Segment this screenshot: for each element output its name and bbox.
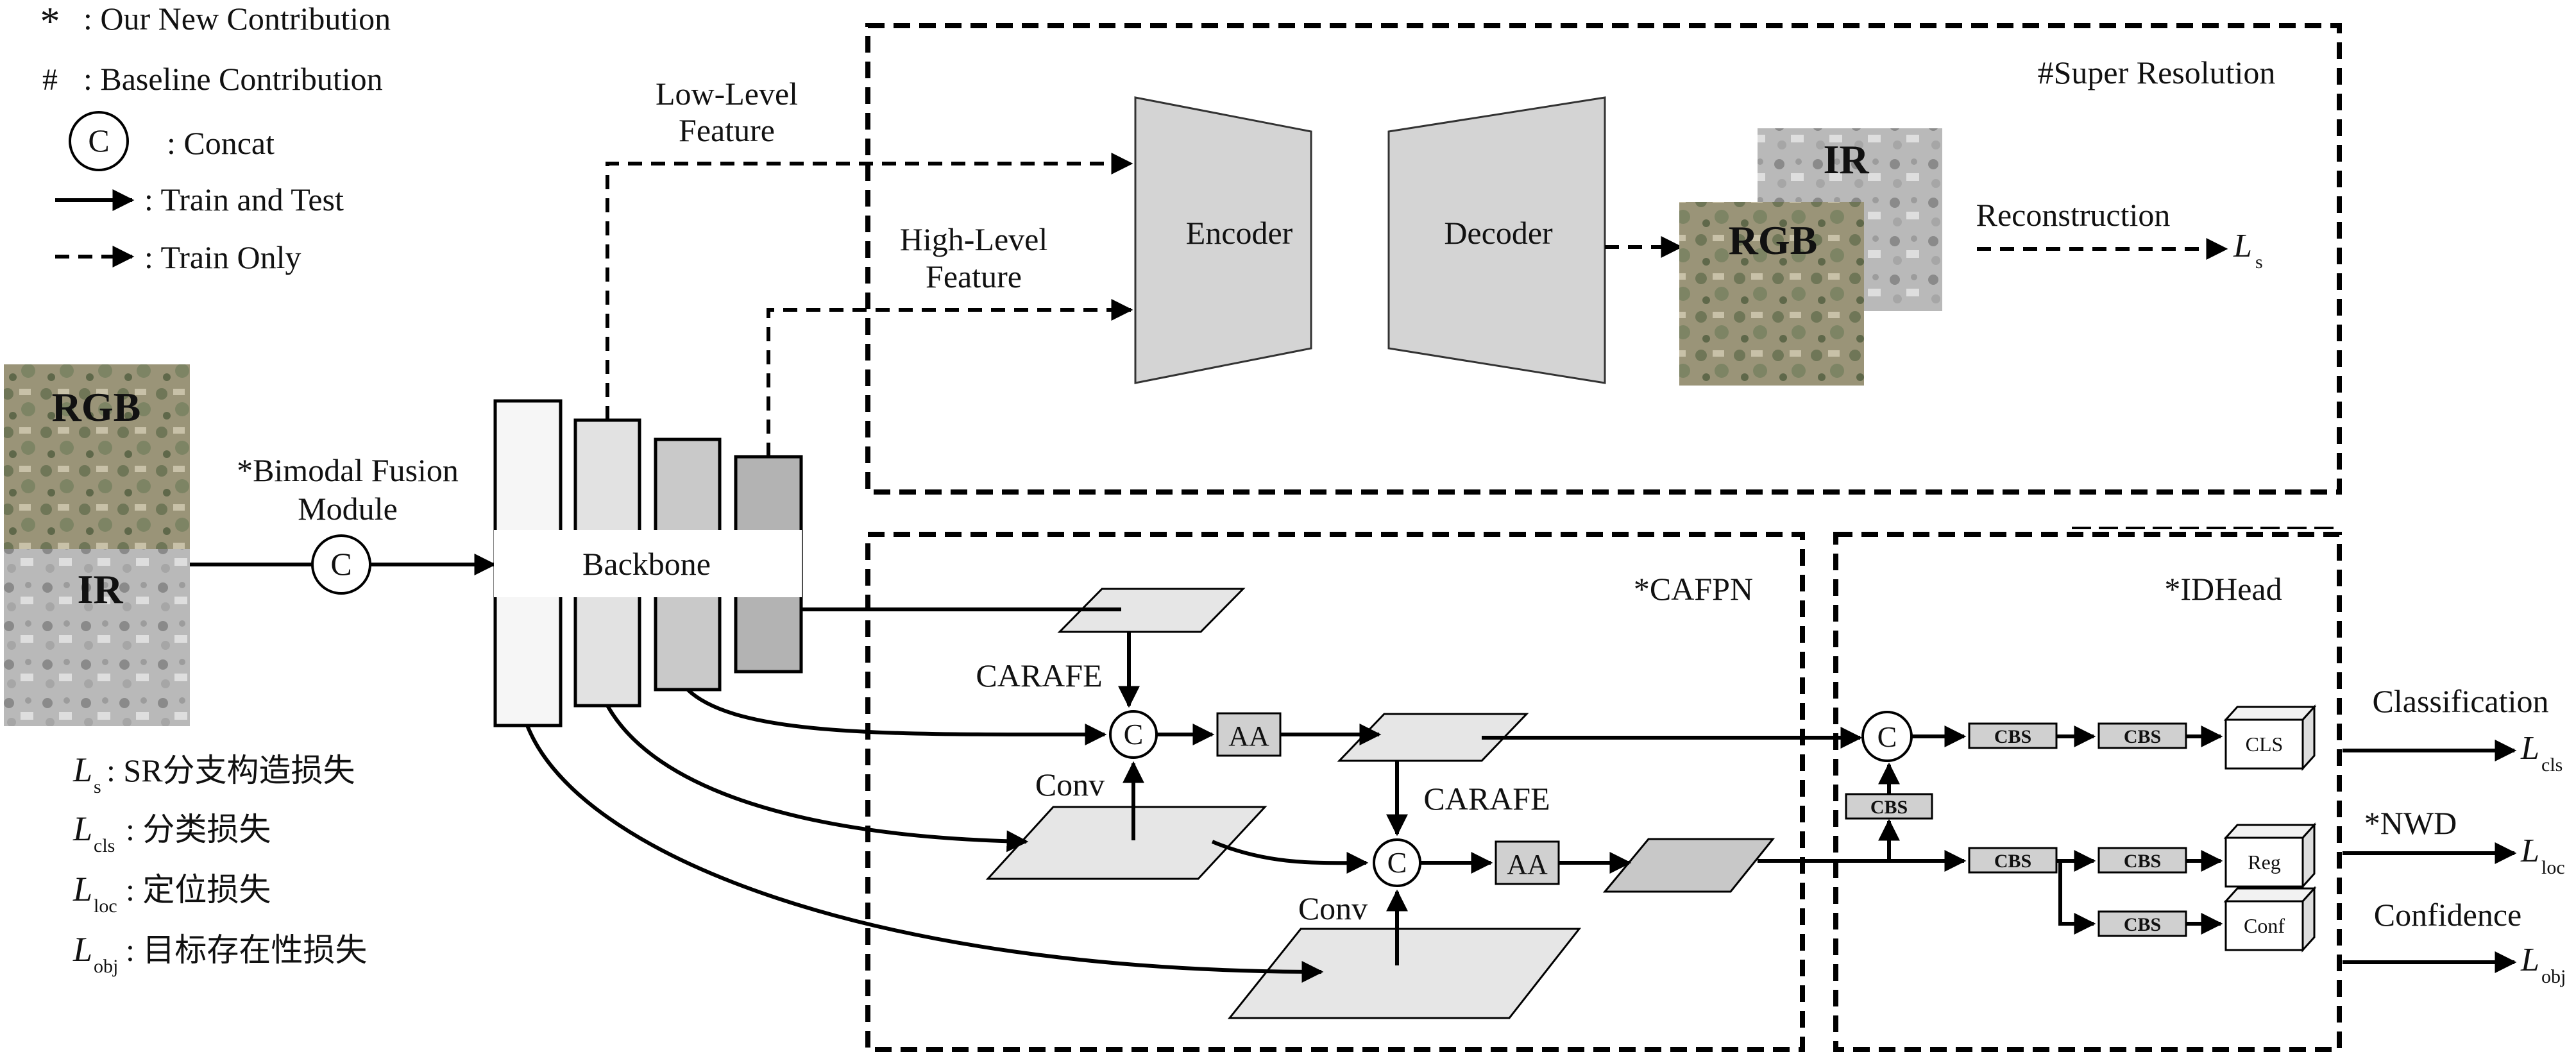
concat-legend-symbol: C	[88, 123, 109, 158]
dashed-arrow-legend-text: : Train Only	[144, 239, 301, 275]
loss-legend-3-symbol: L	[72, 930, 92, 969]
concat-legend-text: : Concat	[167, 125, 275, 161]
carafe-mid-label: CARAFE	[1423, 781, 1550, 817]
low-level-feature-line2: Feature	[679, 112, 775, 148]
cbs-cls-1-label: CBS	[1994, 726, 2031, 747]
conv-top-label: Conv	[1035, 767, 1105, 802]
input-rgb-image	[4, 364, 190, 549]
cls-loss-symbol: L	[2520, 730, 2539, 767]
carafe-top-label: CARAFE	[976, 658, 1102, 693]
input-rgb-label: RGB	[52, 384, 141, 430]
encoder-block	[1134, 96, 1312, 384]
encoder-label: Encoder	[1186, 215, 1293, 251]
loss-legend-2-sub: loc	[94, 895, 117, 917]
cbs-reg-2	[2097, 847, 2187, 874]
cbs-cls-1	[1968, 722, 2058, 749]
cls-loss-sub: cls	[2541, 754, 2563, 776]
input-ir-image	[4, 549, 190, 726]
fusion-module-label-line1: *Bimodal Fusion	[237, 452, 459, 488]
decoder-label: Decoder	[1444, 215, 1553, 251]
cbs-conf-label: CBS	[2124, 914, 2161, 935]
cafpn-frame	[865, 532, 1805, 1052]
cafpn-feature-map-bottom	[1227, 928, 1582, 1019]
cafpn-concat-mid-symbol: C	[1387, 846, 1407, 879]
cafpn-title: *CAFPN	[1634, 571, 1753, 607]
legend: * : Our New Contribution # : Baseline Co…	[40, 0, 391, 275]
super-resolution-frame	[865, 23, 2342, 495]
classification-label: Classification	[2373, 683, 2549, 719]
super-resolution-title: #Super Resolution	[2038, 55, 2276, 90]
obj-loss-symbol: L	[2520, 942, 2539, 978]
loss-legend-3-sub: obj	[94, 956, 118, 977]
conf-label: Conf	[2244, 914, 2285, 937]
sr-loss-symbol: L	[2233, 228, 2252, 264]
sr-ir-label: IR	[1823, 137, 1869, 182]
loc-loss-sub: loc	[2541, 857, 2565, 878]
loss-legend-0-text: : SR分支构造损失	[106, 752, 355, 788]
loss-legend-0-symbol: L	[72, 751, 92, 789]
cafpn-output-map-top	[1337, 713, 1529, 762]
new-contribution-text: : Our New Contribution	[83, 1, 391, 37]
cbs-reg-1	[1968, 847, 2058, 874]
reg-cube	[2223, 822, 2317, 889]
new-contribution-symbol: *	[40, 0, 60, 44]
input-images: RGB IR	[4, 364, 190, 726]
cafpn-feature-map-mid-left	[985, 806, 1267, 880]
confidence-label: Confidence	[2374, 897, 2521, 933]
obj-loss-sub: obj	[2541, 966, 2566, 987]
idhead-frame	[1833, 532, 2342, 1052]
conv-bottom-label: Conv	[1298, 890, 1368, 926]
loss-legend-1-symbol: L	[72, 810, 92, 848]
high-level-feature-line2: Feature	[926, 259, 1022, 294]
backbone-label: Backbone	[582, 546, 711, 582]
cafpn-output-map-bottom	[1602, 838, 1775, 893]
sr-loss-sub: s	[2255, 251, 2263, 273]
high-level-feature-line1: High-Level	[900, 221, 1047, 257]
loss-legend-1-text: : 分类损失	[126, 811, 271, 847]
reg-label: Reg	[2248, 851, 2281, 874]
cbs-cls-2-label: CBS	[2124, 726, 2161, 747]
cbs-cls-2	[2097, 722, 2187, 749]
input-ir-label: IR	[77, 566, 123, 612]
cbs-reg-2-label: CBS	[2124, 851, 2161, 872]
baseline-contribution-text: : Baseline Contribution	[83, 61, 383, 97]
aa-bottom-box	[1495, 840, 1560, 885]
fusion-concat-symbol: C	[330, 546, 352, 582]
solid-arrow-legend-text: : Train and Test	[144, 182, 344, 217]
sr-rgb-image	[1679, 202, 1864, 386]
loss-legend-3-text: : 目标存在性损失	[126, 932, 367, 968]
cafpn-feature-map-top	[1057, 588, 1246, 633]
sr-rgb-label: RGB	[1729, 217, 1818, 263]
cbs-reg-1-label: CBS	[1994, 851, 2031, 872]
idhead-title: *IDHead	[2164, 571, 2282, 607]
concat-legend-icon	[69, 111, 129, 171]
cls-label: CLS	[2246, 733, 2284, 756]
backbone: Backbone	[493, 399, 803, 727]
conf-cube	[2223, 886, 2317, 953]
aa-bottom-label: AA	[1507, 849, 1548, 880]
loss-legend-1-sub: cls	[94, 835, 115, 856]
fusion-module-label-line2: Module	[298, 491, 398, 527]
cls-cube	[2223, 704, 2317, 771]
loss-legend: L s : SR分支构造损失 L cls : 分类损失 L loc : 定位损失…	[72, 751, 367, 977]
loc-loss-symbol: L	[2520, 833, 2539, 869]
loss-legend-2-symbol: L	[72, 870, 92, 908]
aa-top-label: AA	[1228, 720, 1269, 752]
baseline-contribution-symbol: #	[42, 63, 58, 97]
idhead-concat-symbol: C	[1877, 720, 1897, 753]
cbs-up-label: CBS	[1870, 797, 1908, 818]
aa-top-box	[1216, 712, 1282, 757]
reconstruction-label: Reconstruction	[1976, 197, 2171, 233]
low-level-feature-line1: Low-Level	[656, 76, 798, 112]
loss-legend-0-sub: s	[94, 776, 101, 797]
decoder-block	[1387, 96, 1606, 384]
loss-legend-2-text: : 定位损失	[126, 872, 271, 908]
cafpn-concat-top-symbol: C	[1124, 718, 1144, 751]
nwd-label: *NWD	[2364, 805, 2457, 841]
